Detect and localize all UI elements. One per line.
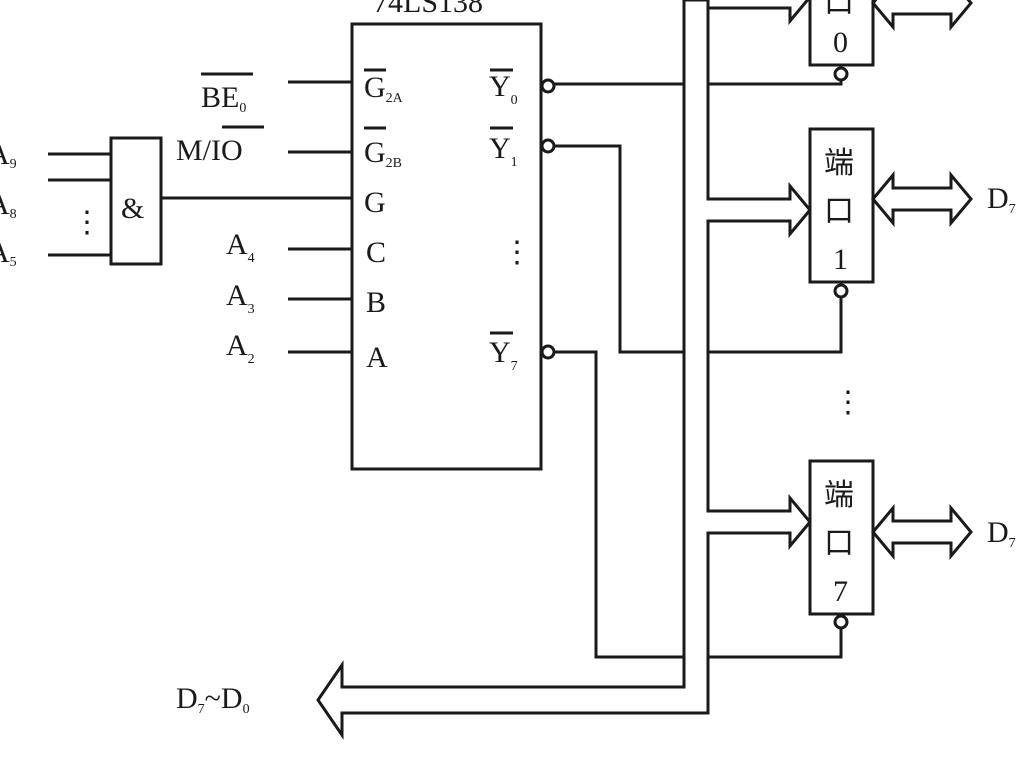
port-1-box — [808, 127, 875, 284]
label-data-bus: D7~D0 — [176, 682, 250, 717]
port-0-label-cn: 口 — [824, 0, 854, 20]
port-0-input-arrow — [706, 0, 810, 26]
port-7-number: 7 — [833, 575, 848, 608]
pin-g2b: G2B — [364, 136, 402, 171]
ports-ellipsis: ⋮ — [833, 386, 863, 419]
port-0-box — [808, 0, 875, 67]
and-gate: & ⋮ A9 A8 A5 — [0, 136, 352, 270]
and-gate-body — [109, 136, 163, 266]
port-7-enable-bubble — [833, 614, 849, 630]
port-1-bus-label: D7 — [987, 182, 1016, 217]
port-0-number: 0 — [833, 26, 848, 59]
y7-inversion-bubble — [540, 344, 556, 360]
data-bus: D7~D0 — [176, 0, 812, 740]
pin-y7: Y7 — [489, 336, 518, 374]
decoder-body — [350, 22, 543, 471]
pin-g2a: G2A — [364, 71, 404, 106]
port-0-enable-bubble — [833, 66, 849, 82]
decoder-outputs-ellipsis: ⋮ — [502, 236, 532, 269]
and-inputs-ellipsis: ⋮ — [72, 206, 102, 239]
port-7-box — [808, 459, 875, 616]
y1-select-wire — [554, 144, 843, 354]
label-a3: A3 — [226, 279, 255, 317]
label-a8: A8 — [0, 188, 17, 222]
pin-y0: Y0 — [489, 70, 518, 108]
pin-c: C — [366, 236, 386, 269]
port-1-number: 1 — [833, 243, 848, 276]
y7-select-wire — [554, 350, 843, 659]
pin-b: B — [366, 286, 386, 319]
port-1-label-cn-2: 口 — [824, 194, 854, 229]
decoder-input-signals: BE0 M/IO A4 A3 A2 — [176, 72, 352, 367]
pin-y1: Y1 — [489, 132, 518, 170]
port-0-io-arrow — [871, 0, 973, 32]
port-7-label-cn-1: 端 — [824, 478, 854, 513]
data-bus-trunk — [316, 0, 812, 740]
port-1: 端 口 1 D7 — [808, 127, 1016, 299]
label-be0: BE0 — [201, 81, 246, 116]
y1-inversion-bubble — [540, 138, 556, 154]
pin-g: G — [364, 186, 386, 219]
label-a9: A9 — [0, 138, 17, 172]
pin-a: A — [366, 341, 388, 374]
label-a5: A5 — [0, 236, 17, 270]
label-a2: A2 — [226, 329, 255, 367]
y0-inversion-bubble — [540, 78, 556, 94]
decoder-title: 74LS138 — [373, 0, 483, 19]
label-mio: M/IO — [176, 134, 243, 167]
port-0: 口 0 — [706, 0, 973, 82]
and-gate-symbol: & — [121, 192, 144, 225]
port-1-io-arrow — [871, 170, 973, 228]
port-1-label-cn-1: 端 — [824, 146, 854, 181]
port-7: 端 口 7 D7 — [808, 459, 1016, 630]
label-a4: A4 — [226, 228, 255, 266]
port-7-bus-label: D7 — [987, 516, 1016, 551]
decoder-74ls138: 74LS138 G2A G2B G C B A Y0 Y1 ⋮ Y7 — [350, 0, 556, 471]
port-7-label-cn-2: 口 — [824, 526, 854, 561]
port-7-io-arrow — [871, 503, 973, 561]
port-1-enable-bubble — [833, 283, 849, 299]
